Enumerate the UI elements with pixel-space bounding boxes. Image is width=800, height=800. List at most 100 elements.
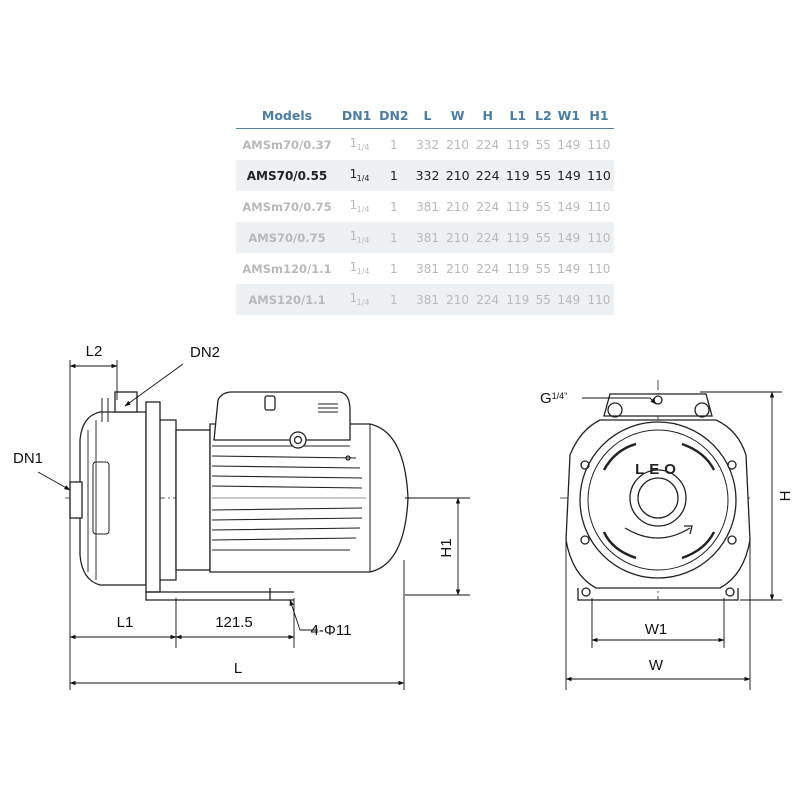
col-header-l2: L2 [532,102,554,129]
cell-w1: 149 [553,222,584,253]
cell-l2: 55 [535,199,551,214]
cell-l2: 55 [535,261,551,276]
fraction-whole: 1 [349,135,358,150]
cell-w1: 149 [557,137,581,152]
label-base-dim: 121.5 [215,614,253,631]
cell-l1: 119 [502,284,533,315]
cell-dn2: 1 [375,160,413,191]
cell-l2: 55 [532,222,554,253]
cell-w1: 149 [557,199,581,214]
cell-h: 224 [472,222,503,253]
motor-body [209,423,409,573]
fraction-part: 1/4 [356,235,370,245]
cell-model: AMS120/1.1 [236,284,338,315]
label-l2: L2 [86,343,103,360]
side-view [65,391,409,601]
base-foot [146,588,294,601]
label-dn1: DN1 [13,450,43,467]
cell-l: 381 [412,284,443,315]
cell-model: AMSm70/0.75 [242,199,332,214]
label-h1: H1 [438,538,455,557]
col-header-l: L [412,102,443,129]
cell-h1: 110 [587,137,611,152]
cell-w: 210 [442,284,473,315]
cell-model: AMS70/0.75 [236,222,338,253]
front-casing [565,419,751,589]
fraction-part: 1/4 [356,173,370,183]
fraction-whole: 1 [349,197,358,212]
fraction-part: 1/4 [356,266,370,276]
cell-h1: 110 [583,222,614,253]
cell-l: 381 [416,261,439,276]
flange [145,401,161,593]
label-w1: W1 [645,621,668,638]
fraction-part: 1/4 [356,142,370,152]
cell-w: 210 [446,261,470,276]
label-dn2: DN2 [190,344,220,361]
col-header-w: W [442,102,473,129]
leo-logo: LEO [635,461,681,478]
front-base [577,588,739,601]
outlet-port [114,391,138,413]
cell-l1: 119 [502,160,533,191]
cell-l1: 119 [506,261,530,276]
cell-l1: 119 [506,137,530,152]
cell-h: 224 [472,284,503,315]
label-l: L [234,660,242,677]
label-g: G1/4" [540,390,567,407]
col-header-w1: W1 [553,102,584,129]
volute-outer [579,421,737,579]
fraction-whole: 1 [349,290,358,305]
col-header-dn1: DN1 [338,102,376,129]
cell-l2: 55 [532,284,554,315]
cell-h1: 110 [587,199,611,214]
cell-dn2: 1 [390,137,398,152]
suction-inlet [629,469,687,527]
label-w: W [649,657,664,674]
col-header-h: H [472,102,503,129]
front-view [560,380,752,601]
cell-l2: 55 [535,137,551,152]
cell-l: 381 [416,199,439,214]
cell-w1: 149 [557,261,581,276]
cell-l1: 119 [506,199,530,214]
cell-h: 224 [472,160,503,191]
cell-h1: 110 [587,261,611,276]
cell-l: 332 [412,160,443,191]
cell-dn2: 1 [375,222,413,253]
cell-w: 210 [446,137,470,152]
col-header-models: Models [236,102,338,129]
label-holes: 4-Φ11 [311,622,352,639]
fraction-whole: 1 [349,259,358,274]
cell-dn2: 1 [390,199,398,214]
col-header-l1: L1 [502,102,533,129]
label-h: H [777,491,794,502]
inlet-port [69,481,83,519]
col-header-h1: H1 [583,102,614,129]
cell-w1: 149 [553,284,584,315]
cell-l: 381 [412,222,443,253]
cell-h: 224 [476,199,500,214]
cell-model: AMSm120/1.1 [242,261,332,276]
cell-w: 210 [442,160,473,191]
label-l1: L1 [117,614,134,631]
cell-w: 210 [446,199,470,214]
cell-model: AMS70/0.55 [236,160,338,191]
